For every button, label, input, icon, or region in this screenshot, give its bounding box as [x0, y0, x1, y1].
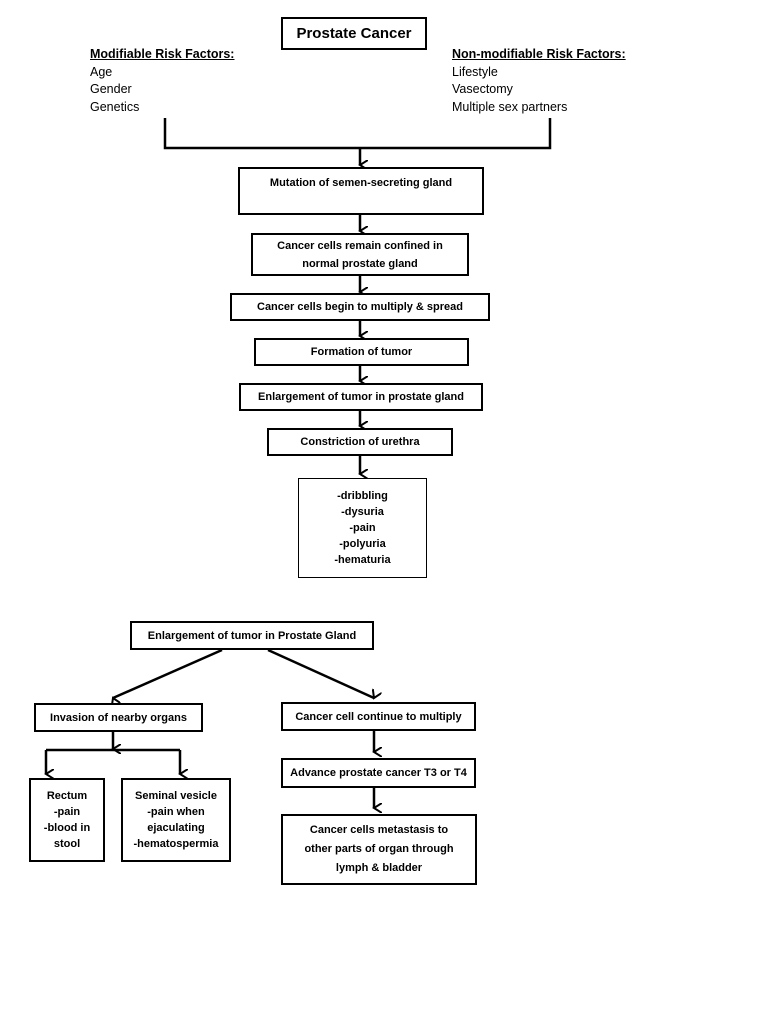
confined-box: Cancer cells remain confined in normal p… — [251, 233, 469, 276]
advance-cancer-box: Advance prostate cancer T3 or T4 — [281, 758, 476, 788]
multiply-spread-box: Cancer cells begin to multiply & spread — [230, 293, 490, 321]
risk-factor-item: Genetics — [90, 99, 140, 114]
non-modifiable-heading: Non-modifiable Risk Factors: — [452, 47, 626, 61]
urethra-constriction-box: Constriction of urethra — [267, 428, 453, 456]
risk-factor-item: Lifestyle — [452, 64, 498, 79]
metastasis-box: Cancer cells metastasis to other parts o… — [281, 814, 477, 885]
seminal-vesicle-box: Seminal vesicle -pain when ejaculating -… — [121, 778, 231, 862]
invasion-box: Invasion of nearby organs — [34, 703, 203, 732]
modifiable-heading: Modifiable Risk Factors: — [90, 47, 235, 61]
risk-factor-item: Vasectomy — [452, 82, 513, 96]
diagram-title: Prostate Cancer — [281, 17, 427, 50]
continue-multiply-box: Cancer cell continue to multiply — [281, 702, 476, 731]
risk-factor-item: Age — [90, 64, 113, 79]
symptoms-box: -dribbling -dysuria -pain -polyuria -hem… — [298, 478, 427, 578]
risk-factor-item: Multiple sex partners — [452, 99, 568, 114]
non-modifiable-risk-factors: Non-modifiable Risk Factors: Lifestyle V… — [452, 46, 626, 116]
tumor-formation-box: Formation of tumor — [254, 338, 469, 366]
risk-factor-item: Gender — [90, 82, 132, 96]
enlargement-box: Enlargement of tumor in prostate gland — [239, 383, 483, 411]
enlargement-prostate-box: Enlargement of tumor in Prostate Gland — [130, 621, 374, 650]
mutation-box: Mutation of semen-secreting gland — [238, 167, 484, 215]
rectum-box: Rectum -pain -blood in stool — [29, 778, 105, 862]
risk-factor-bracket — [163, 118, 552, 150]
modifiable-risk-factors: Modifiable Risk Factors: Age Gender Gene… — [90, 46, 234, 116]
